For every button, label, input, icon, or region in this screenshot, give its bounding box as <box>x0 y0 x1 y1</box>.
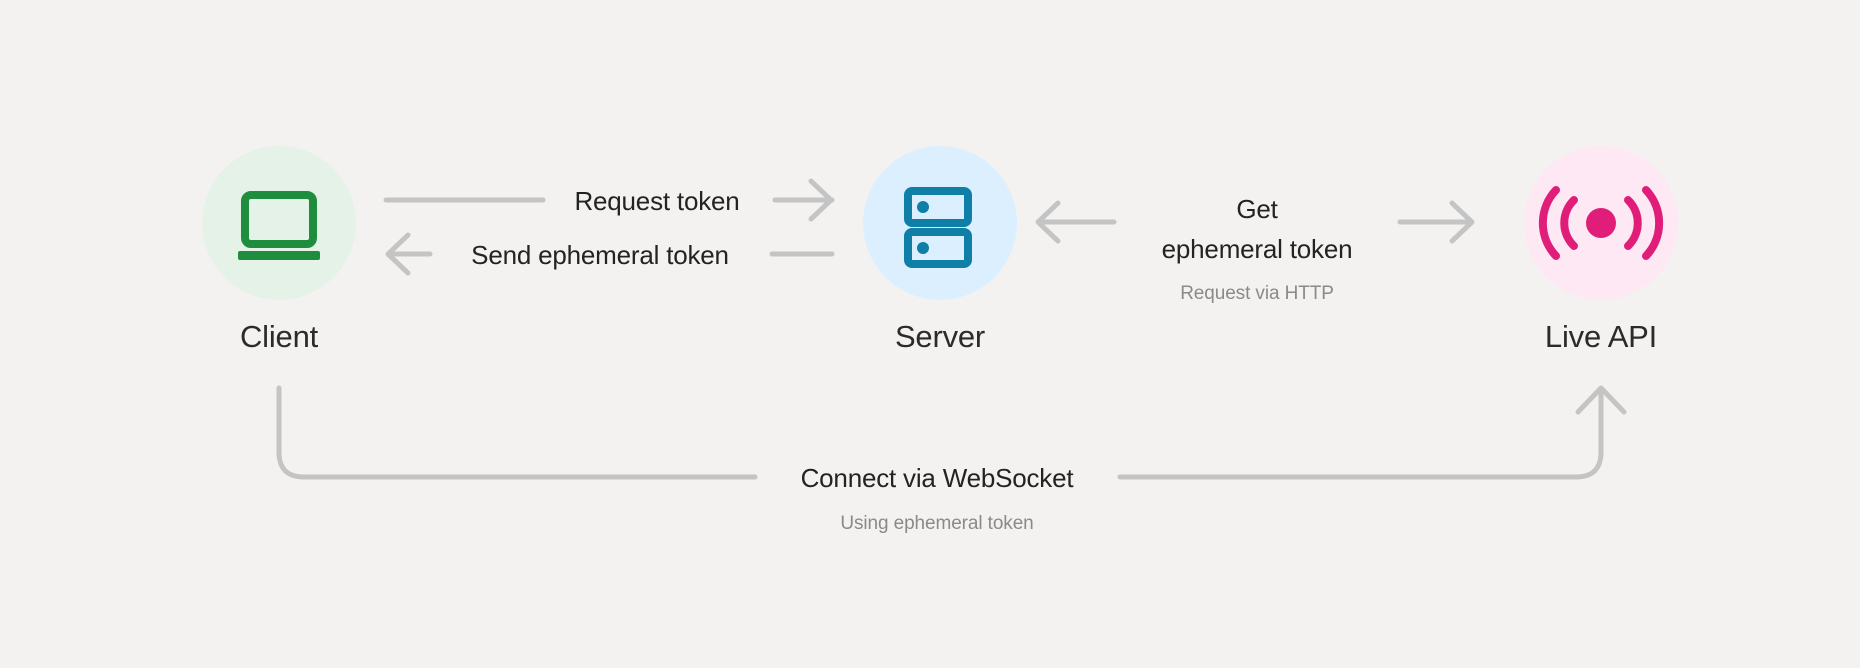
node-server[interactable]: Server <box>863 146 1017 354</box>
client-node-circle <box>202 146 356 300</box>
node-live-api[interactable]: Live API <box>1524 146 1678 354</box>
get-ephemeral-token-arrow-head-right-icon <box>1449 200 1475 244</box>
edge-get-ephemeral-token: Get ephemeral token Request via HTTP <box>1035 194 1475 304</box>
edge-request-token: Request token <box>383 178 835 222</box>
edge-label-connect-via-websocket: Connect via WebSocket <box>801 463 1075 493</box>
edge-label-ephemeral-token: ephemeral token <box>1162 234 1353 264</box>
request-token-arrow-head-icon <box>808 178 834 222</box>
laptop-icon <box>238 191 320 260</box>
node-client[interactable]: Client <box>202 146 356 354</box>
node-label-live-api: Live API <box>1545 319 1657 354</box>
edge-label-get: Get <box>1236 194 1278 224</box>
edge-label-send-ephemeral-token: Send ephemeral token <box>471 240 729 270</box>
edge-send-ephemeral-token: Send ephemeral token <box>385 232 835 276</box>
edge-sublabel-using-ephemeral-token: Using ephemeral token <box>840 513 1033 534</box>
node-label-server: Server <box>895 319 985 354</box>
websocket-left-path <box>276 385 758 480</box>
edge-sublabel-request-via-http: Request via HTTP <box>1180 283 1334 304</box>
node-label-client: Client <box>240 319 319 354</box>
edge-connect-via-websocket: Connect via WebSocket Using ephemeral to… <box>276 385 1627 534</box>
server-icon <box>904 187 972 268</box>
edge-label-request-token: Request token <box>574 186 739 216</box>
websocket-right-path <box>1117 387 1604 480</box>
websocket-arrow-head-icon <box>1575 385 1627 415</box>
broadcast-icon <box>1538 186 1664 260</box>
